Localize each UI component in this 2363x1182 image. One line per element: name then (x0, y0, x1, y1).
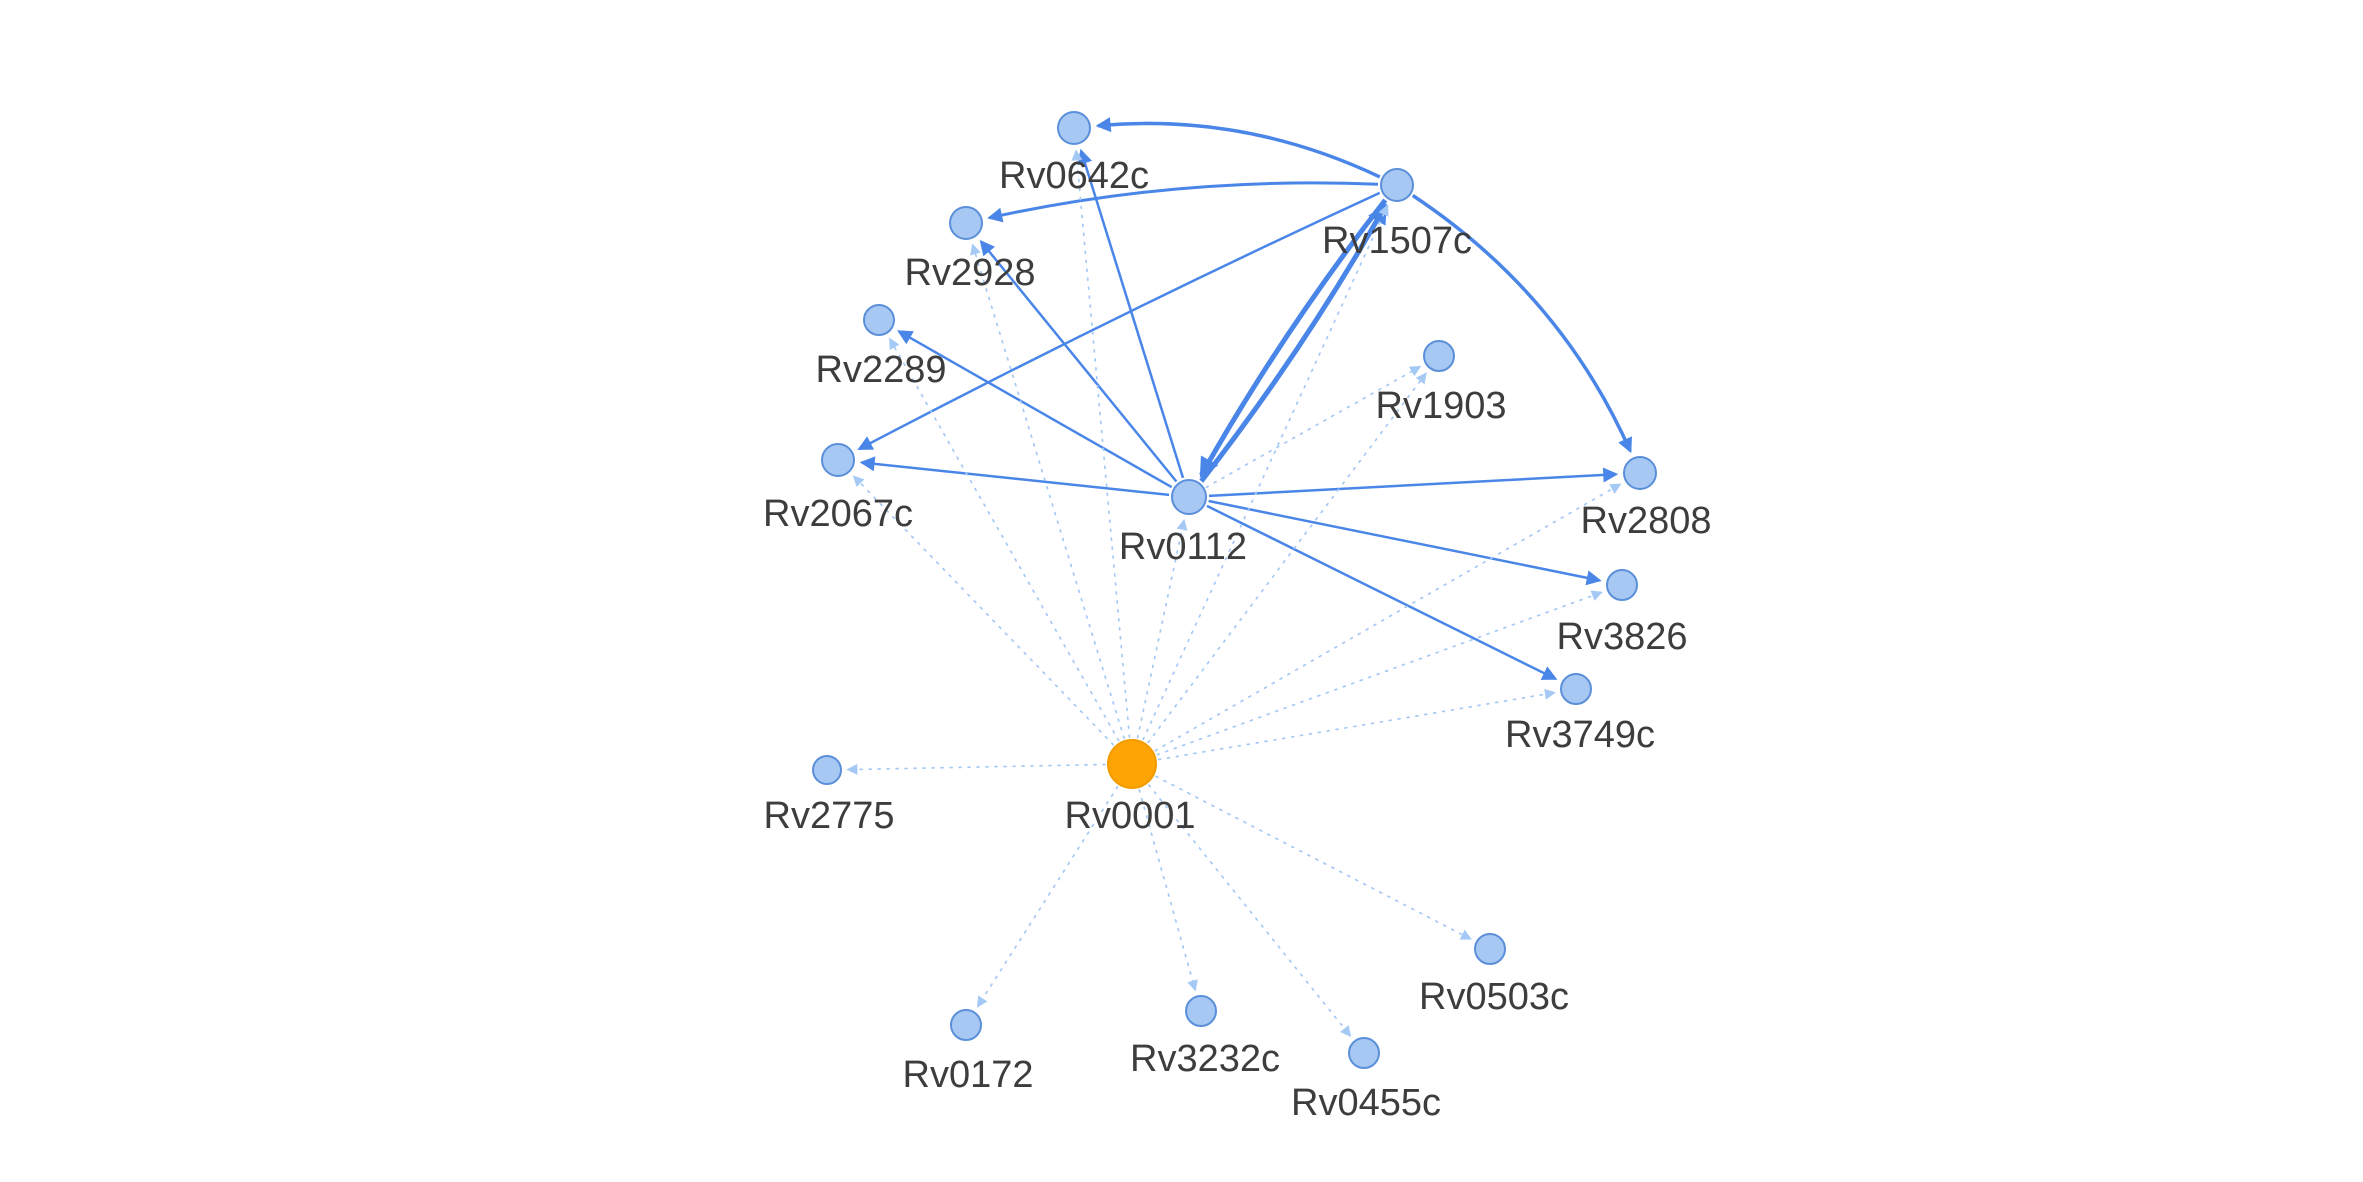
edge-Rv0001-Rv0503c (1155, 775, 1472, 940)
edge-Rv1507c-Rv2928 (987, 181, 1379, 223)
node-Rv2775[interactable] (812, 755, 842, 785)
node-Rv3826[interactable] (1606, 569, 1638, 601)
node-Rv2808[interactable] (1623, 456, 1657, 490)
edge-Rv0001-Rv3826 (1156, 590, 1603, 756)
node-Rv0172[interactable] (950, 1009, 982, 1041)
node-Rv0503c[interactable] (1474, 933, 1506, 965)
node-label-Rv1903: Rv1903 (1376, 385, 1507, 427)
edge-Rv0001-Rv2775 (846, 763, 1106, 775)
node-label-Rv0172: Rv0172 (903, 1054, 1034, 1096)
edge-Rv1507c-Rv0642c (1095, 117, 1381, 179)
node-label-Rv2808: Rv2808 (1581, 500, 1712, 542)
node-Rv3749c[interactable] (1560, 673, 1592, 705)
edge-Rv0001-Rv0112 (1136, 518, 1188, 739)
edge-Rv0112-Rv2808 (1208, 467, 1619, 498)
edge-Rv0001-Rv0455c (1148, 784, 1352, 1038)
node-label-Rv2289: Rv2289 (816, 349, 947, 391)
edge-Rv0112-Rv2928 (979, 239, 1178, 483)
edge-Rv0112-Rv3826 (1208, 499, 1602, 586)
edge-Rv0001-Rv2808 (1154, 483, 1622, 752)
edge-Rv0001-Rv0172 (976, 785, 1119, 1008)
edge-Rv0001-Rv1507c (1142, 204, 1389, 741)
node-label-Rv0642c: Rv0642c (999, 155, 1149, 197)
node-label-Rv2067c: Rv2067c (763, 493, 913, 535)
node-label-Rv0503c: Rv0503c (1419, 976, 1569, 1018)
edge-Rv0001-Rv2928 (970, 243, 1125, 740)
node-label-Rv3232c: Rv3232c (1130, 1038, 1280, 1080)
edge-Rv0001-Rv0642c (1071, 149, 1131, 738)
edge-Rv0112-Rv1507c (1199, 203, 1388, 483)
node-Rv2928[interactable] (949, 206, 983, 240)
node-Rv3232c[interactable] (1185, 995, 1217, 1027)
edge-Rv1507c-Rv0112 (1199, 198, 1388, 478)
node-Rv2289[interactable] (863, 304, 895, 336)
node-Rv0112[interactable] (1171, 479, 1207, 515)
node-label-Rv1507c: Rv1507c (1322, 220, 1472, 262)
node-Rv0455c[interactable] (1348, 1037, 1380, 1069)
edge-Rv0112-Rv0642c (1077, 148, 1185, 479)
node-label-Rv0112: Rv0112 (1119, 526, 1247, 568)
node-Rv1903[interactable] (1423, 340, 1455, 372)
edge-Rv0001-Rv3749c (1157, 688, 1556, 761)
node-label-Rv2775: Rv2775 (764, 795, 895, 837)
node-label-Rv3826: Rv3826 (1557, 616, 1688, 658)
node-Rv1507c[interactable] (1380, 168, 1414, 202)
node-Rv0001[interactable] (1107, 739, 1157, 789)
edge-Rv0112-Rv3749c (1206, 504, 1558, 680)
node-Rv2067c[interactable] (821, 443, 855, 477)
edge-Rv0112-Rv2289 (897, 330, 1173, 489)
node-label-Rv2928: Rv2928 (905, 252, 1036, 294)
edge-Rv1507c-Rv2808 (1411, 194, 1632, 454)
edge-Rv0001-Rv3232c (1138, 789, 1198, 992)
edge-Rv0001-Rv1903 (1147, 372, 1427, 744)
edge-Rv0112-Rv2067c (859, 456, 1170, 497)
node-label-Rv0001: Rv0001 (1065, 795, 1196, 837)
node-label-Rv3749c: Rv3749c (1505, 714, 1655, 756)
node-Rv0642c[interactable] (1057, 111, 1091, 145)
edge-Rv0001-Rv2289 (889, 337, 1120, 742)
node-label-Rv0455c: Rv0455c (1291, 1082, 1441, 1124)
